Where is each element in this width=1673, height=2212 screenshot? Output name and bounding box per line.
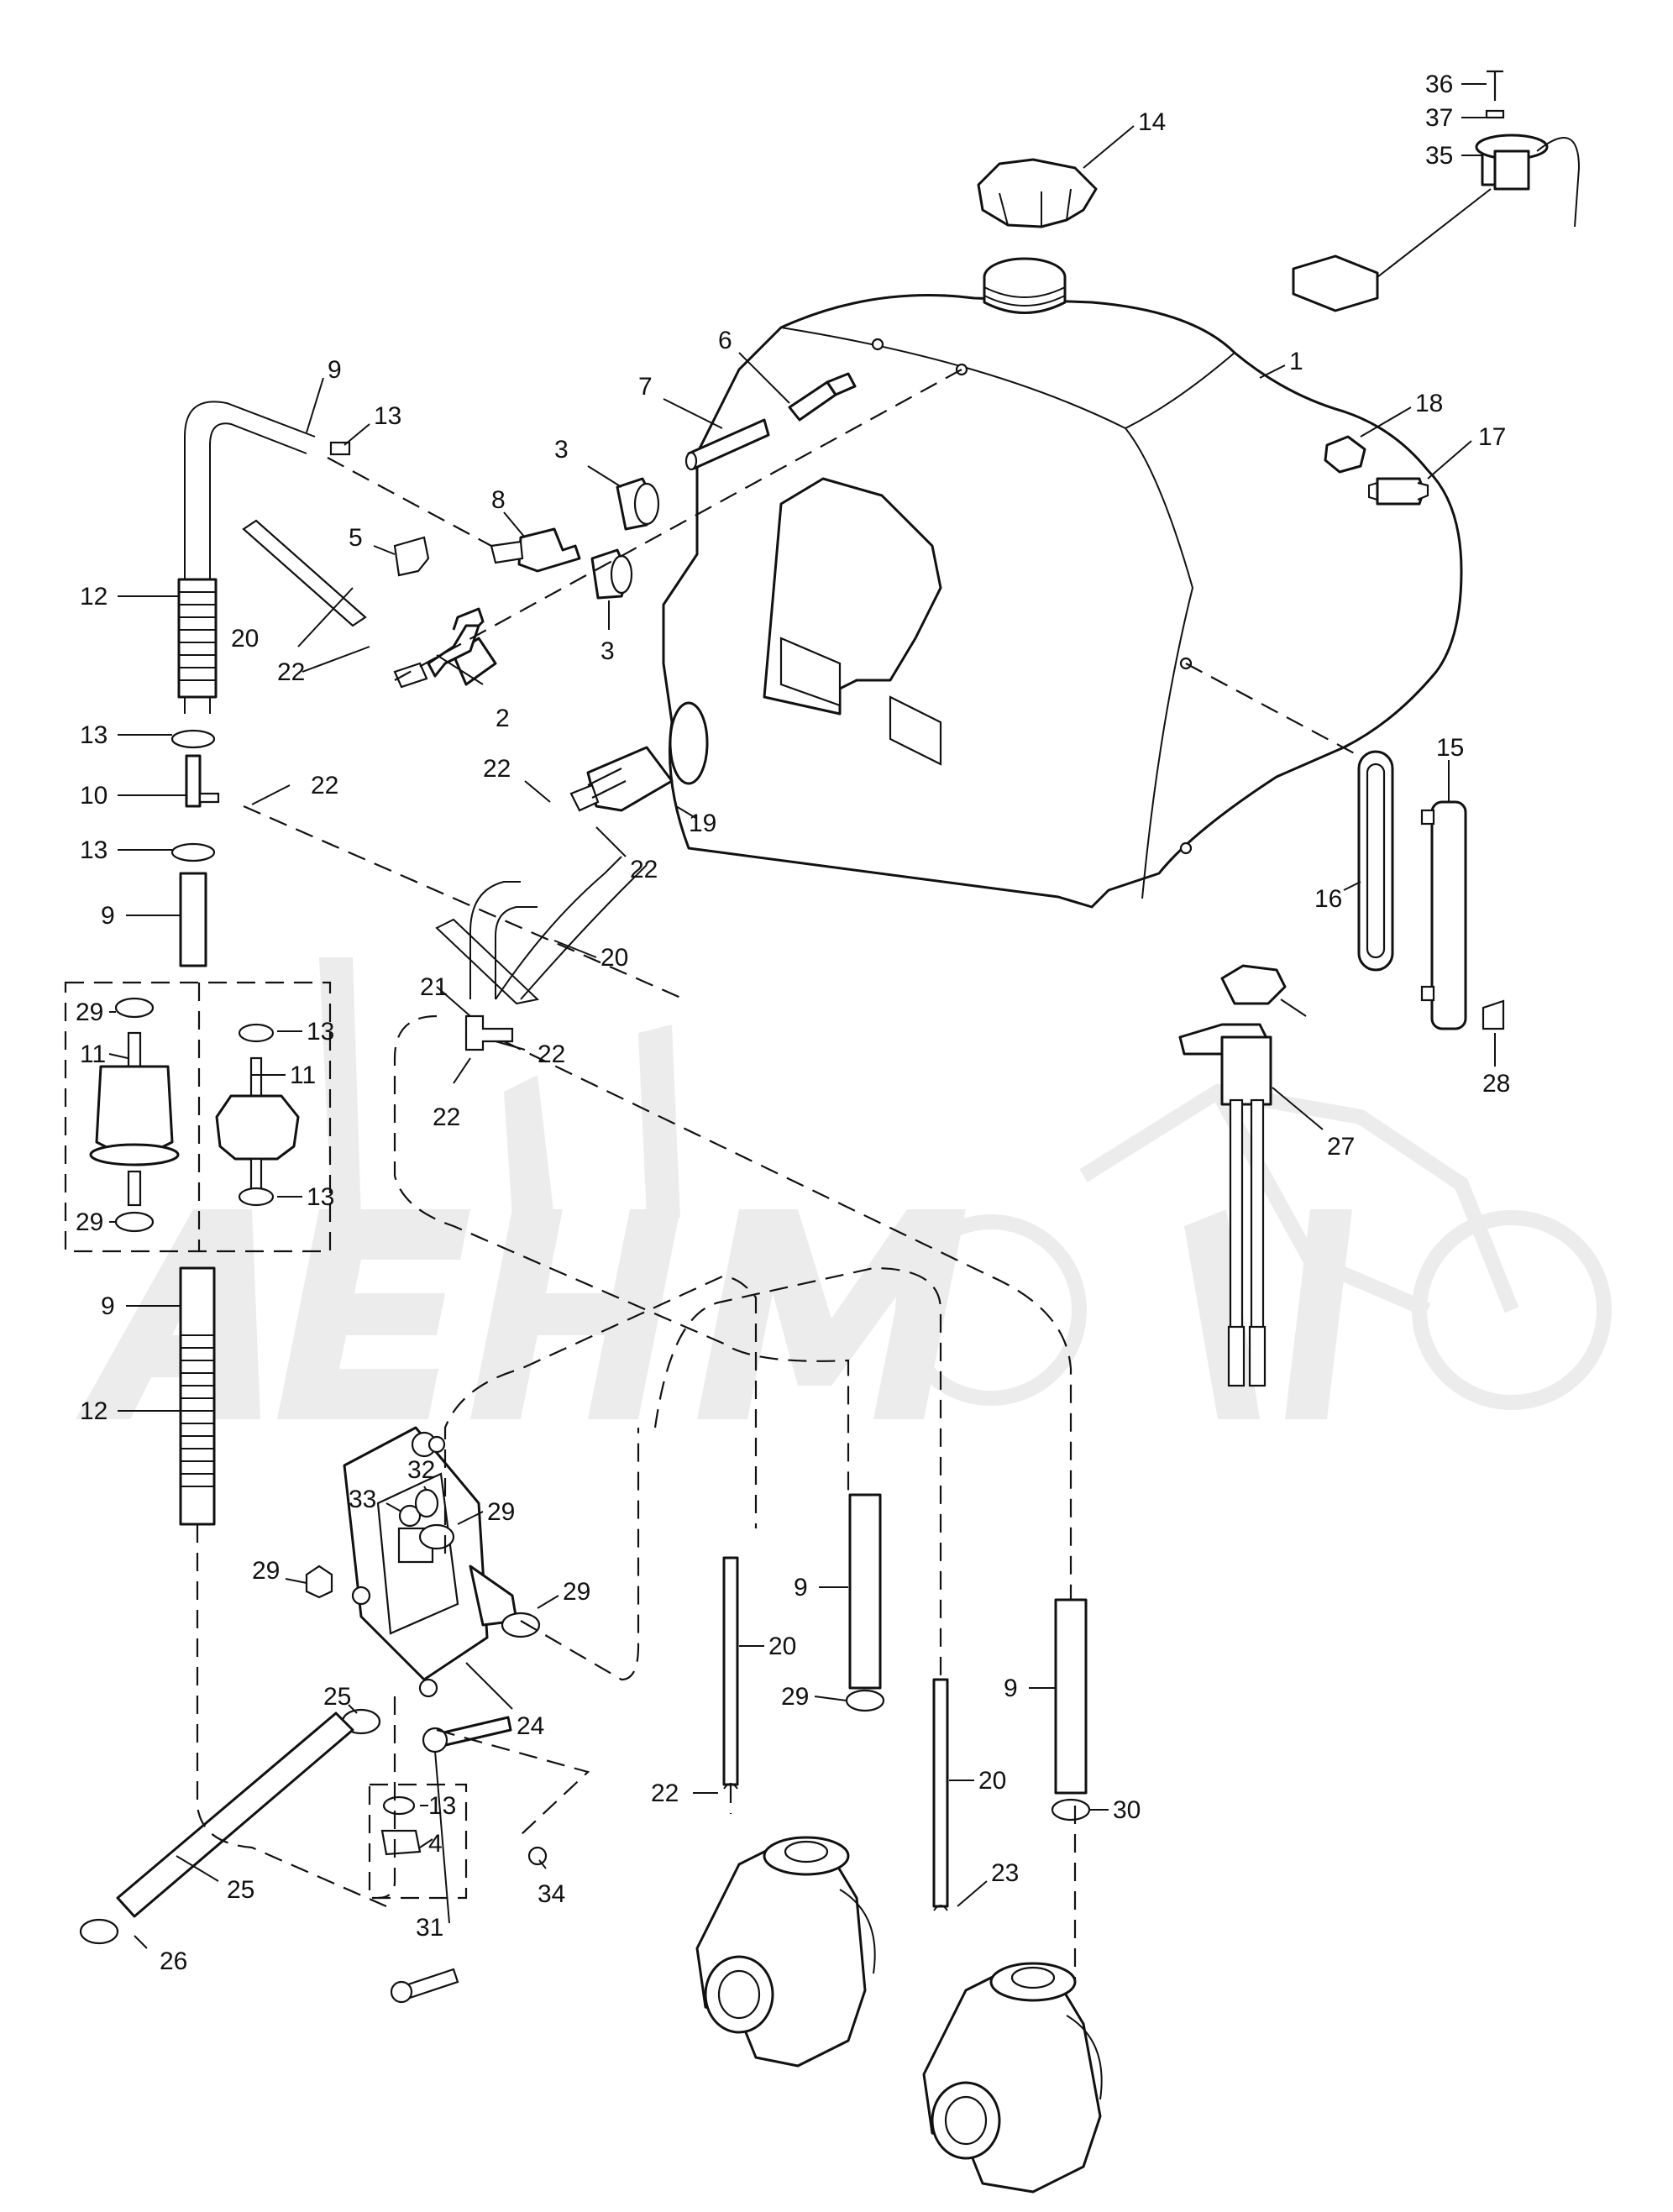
callout-6: 6 (718, 327, 732, 354)
carburetor-right (922, 1962, 1103, 2194)
callout-11b: 11 (290, 1061, 316, 1089)
callout-29f: 30 (1113, 1796, 1141, 1824)
callout-7: 7 (638, 373, 653, 401)
callout-29a: 29 (76, 999, 103, 1026)
primer-bulb (569, 701, 709, 812)
fuel-gauge-sender (1292, 70, 1581, 312)
callout-29d: 29 (563, 1578, 590, 1606)
callout-13c: 13 (374, 402, 401, 430)
callout-9e: 9 (1004, 1675, 1018, 1702)
callout-29b: 29 (76, 1208, 103, 1236)
callout-33: 34 (538, 1880, 565, 1908)
callout-16: 16 (1314, 885, 1342, 913)
sight-gauge (1357, 750, 1505, 1030)
callout-3b: 3 (600, 637, 615, 665)
fuel-filter-options (64, 981, 332, 1253)
callout-4: 4 (428, 1830, 443, 1858)
callout-23: 24 (517, 1712, 544, 1740)
hose-clip (393, 536, 430, 577)
callout-1: 1 (1289, 348, 1303, 375)
callout-20c: 20 (768, 1633, 796, 1660)
fuel-tank (662, 257, 1463, 909)
callout-26: 27 (1327, 1133, 1355, 1161)
callout-8: 8 (491, 486, 506, 514)
callout-22f: 22 (433, 1103, 460, 1131)
callout-25a: 25 (323, 1683, 351, 1711)
routing-lines (196, 369, 1360, 1982)
callout-19: 19 (689, 810, 716, 837)
callout-13f: 13 (428, 1792, 456, 1820)
callout-13e: 13 (307, 1183, 334, 1211)
fuel-hose-lower (179, 1266, 216, 1526)
callout-22b: 22 (311, 772, 338, 799)
callout-31: 32 (407, 1456, 435, 1484)
callout-28: 29 (252, 1557, 280, 1585)
callout-11a: 11 (80, 1040, 106, 1068)
callout-9a: 9 (328, 356, 342, 384)
callout-22d: 22 (630, 856, 658, 883)
t-fitting (464, 1014, 514, 1051)
callout-27: 28 (1482, 1070, 1510, 1098)
fuel-hose-bent (435, 856, 648, 1005)
callout-2: 2 (496, 705, 510, 732)
callouts: 1 2 3 3 4 5 6 7 8 9 9 9 9 9 10 11 11 12 (76, 71, 1510, 1975)
callout-9d: 9 (794, 1574, 808, 1601)
vent-hose-upper (177, 401, 367, 714)
callout-34: 35 (1425, 142, 1453, 170)
left-fittings (170, 729, 220, 967)
carburetor-left (695, 1836, 876, 2068)
fuel-cap (977, 158, 1098, 228)
callout-15: 15 (1436, 734, 1464, 762)
callout-22a: 22 (277, 658, 305, 686)
callout-25b: 26 (160, 1947, 187, 1975)
callout-20d: 20 (978, 1767, 1006, 1795)
bolt-and-nut (1324, 435, 1429, 506)
callout-20b: 20 (600, 944, 628, 972)
callout-29e: 29 (781, 1683, 809, 1711)
fuel-pump (343, 1426, 518, 1698)
callout-30: 31 (416, 1914, 443, 1942)
callout-29c: 29 (487, 1498, 515, 1526)
callout-18: 18 (1415, 390, 1443, 417)
callout-12a: 12 (80, 583, 108, 611)
callout-10: 10 (80, 782, 108, 810)
callout-3a: 3 (554, 436, 569, 464)
watermark (76, 957, 1612, 1419)
callout-22h: 23 (991, 1859, 1019, 1887)
carburetor-hoses (722, 1493, 1091, 1911)
callout-12b: 12 (80, 1397, 108, 1425)
callout-17: 17 (1478, 423, 1506, 451)
pump-outlet-hose (79, 1711, 459, 2004)
callout-13a: 13 (80, 721, 108, 749)
callout-5: 5 (349, 524, 363, 552)
callout-32: 33 (349, 1486, 376, 1513)
vent-fittings (393, 372, 857, 689)
callout-9b: 9 (101, 902, 115, 930)
callout-13d: 13 (307, 1018, 334, 1046)
callout-13b: 13 (80, 836, 108, 864)
fuel-valve (1178, 964, 1287, 1387)
callout-14: 14 (1138, 108, 1166, 136)
callout-21: 21 (420, 973, 448, 1001)
callout-24: 25 (227, 1876, 254, 1904)
callout-36: 37 (1425, 104, 1453, 132)
callout-20a: 20 (231, 625, 259, 653)
callout-22g: 22 (651, 1780, 679, 1807)
callout-22c: 22 (483, 755, 511, 783)
callout-22e: 22 (538, 1040, 565, 1068)
callout-35: 36 (1425, 71, 1453, 98)
callout-9c: 9 (101, 1292, 115, 1320)
clamp-kit (368, 1783, 468, 1900)
